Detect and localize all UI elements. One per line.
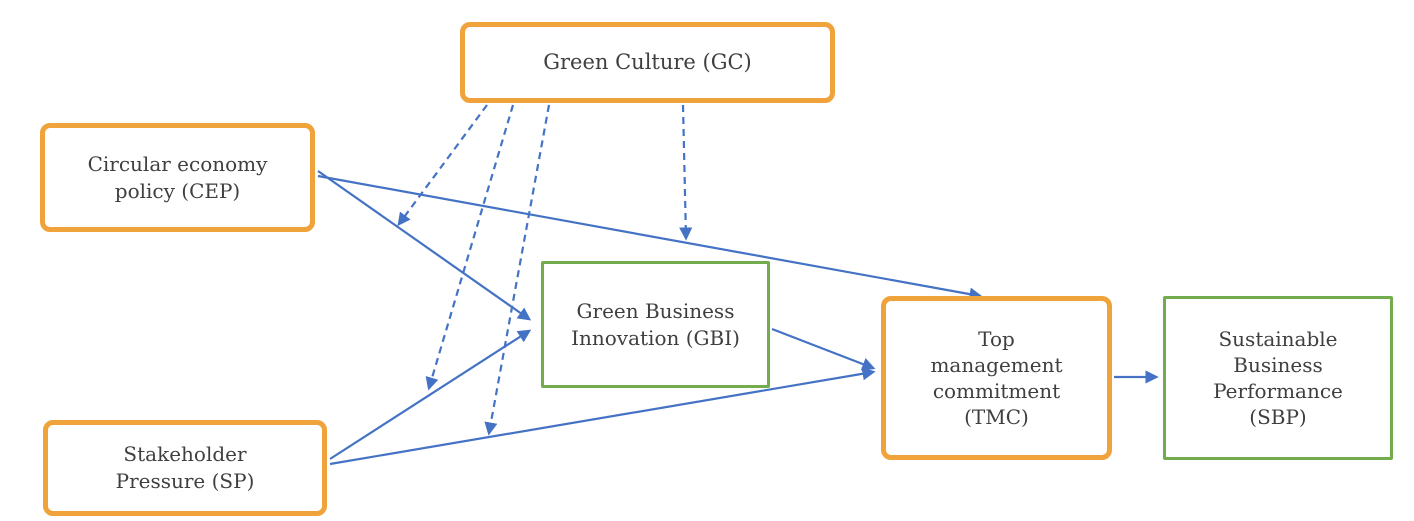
node-label: (SBP) xyxy=(1249,405,1307,429)
node-label: (TMC) xyxy=(964,405,1029,429)
node-label: commitment xyxy=(932,379,1061,403)
node-circular-economy-policy: Circular economy policy (CEP) xyxy=(40,123,315,232)
arrow-sp-to-gbi xyxy=(329,329,532,460)
node-label: Pressure (SP) xyxy=(115,469,255,493)
node-label: Innovation (GBI) xyxy=(571,325,740,350)
node-sustainable-business-performance: Sustainable Business Performance (SBP) xyxy=(1163,296,1393,460)
node-label: Circular economy xyxy=(87,151,268,176)
dashed-arrow-gc-to-sp-tmc-path xyxy=(484,104,551,436)
node-label: Green Culture (GC) xyxy=(543,50,752,75)
node-label: Business xyxy=(1233,353,1323,377)
arrow-cep-to-tmc xyxy=(317,174,983,301)
node-green-business-innovation: Green Business Innovation (GBI) xyxy=(541,261,770,388)
node-label: Sustainable xyxy=(1218,327,1338,351)
node-label: Green Business xyxy=(576,298,735,323)
arrow-sp-to-tmc xyxy=(329,367,876,466)
arrow-gbi-to-tmc xyxy=(771,327,876,371)
dashed-arrow-gc-to-cep-tmc-path xyxy=(679,104,693,241)
node-label: Performance xyxy=(1213,379,1343,403)
dashed-arrow-gc-to-cep-gbi-path xyxy=(397,104,488,227)
node-green-culture: Green Culture (GC) xyxy=(460,22,835,103)
node-label: management xyxy=(930,353,1063,377)
node-top-management-commitment: Top management commitment (TMC) xyxy=(881,296,1112,460)
node-label: policy (CEP) xyxy=(114,178,241,203)
arrow-cep-to-gbi xyxy=(317,170,532,321)
node-label: Stakeholder xyxy=(123,442,247,466)
node-stakeholder-pressure: Stakeholder Pressure (SP) xyxy=(43,420,327,516)
node-label: Top xyxy=(978,327,1015,351)
dashed-arrow-gc-to-sp-gbi-path xyxy=(425,104,515,391)
